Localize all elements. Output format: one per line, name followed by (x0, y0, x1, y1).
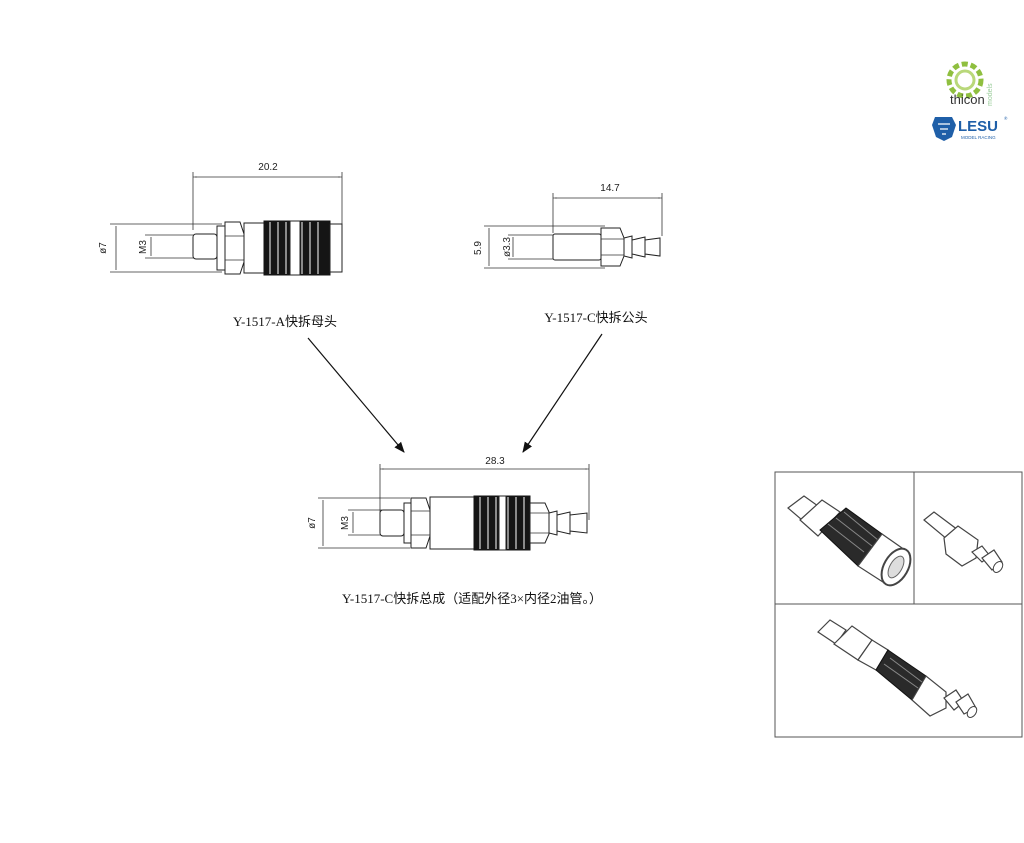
lesu-subtext: MODEL RACING (961, 135, 996, 140)
assembly-diameter-label: ø7 (307, 517, 318, 529)
thicon-subtext: models (987, 83, 994, 106)
male-connector-drawing: 14.7 5.9 ø3.3 (473, 183, 663, 269)
gear-logo-icon (946, 61, 984, 99)
lesu-wordmark: LESU (958, 118, 998, 135)
female-thread-label: M3 (138, 240, 149, 254)
female-diameter-label: ø7 (98, 242, 109, 254)
assembly-photo (817, 619, 978, 718)
female-length-label: 20.2 (258, 162, 278, 173)
thicon-logo: thicon models (946, 61, 994, 107)
female-caption: Y-1517-A快拆母头 (233, 314, 337, 329)
lesu-registered-mark: ® (1004, 115, 1008, 121)
assembly-thread-label: M3 (340, 516, 351, 530)
product-photo-panel (774, 471, 1023, 738)
assembly-length-label: 28.3 (485, 456, 505, 467)
male-length-label: 14.7 (600, 183, 620, 194)
lesu-logo: LESU ® MODEL RACING (932, 115, 1008, 141)
female-connector-drawing: 20.2 ø7 M3 (98, 162, 343, 276)
female-connector-photo (787, 495, 912, 587)
male-outer-label: 5.9 (473, 241, 484, 255)
lion-head-icon (932, 117, 956, 141)
male-inner-label: ø3.3 (502, 237, 513, 257)
assembly-caption: Y-1517-C快拆总成（适配外径3×内径2油管。） (342, 591, 602, 606)
male-connector-photo (923, 511, 1004, 573)
assembly-drawing: 28.3 ø7 M3 (307, 456, 590, 551)
thicon-wordmark: thicon (950, 92, 985, 107)
female-to-assembly-arrow (307, 337, 405, 453)
male-to-assembly-arrow (522, 333, 603, 453)
male-caption: Y-1517-C快拆公头 (544, 310, 647, 325)
